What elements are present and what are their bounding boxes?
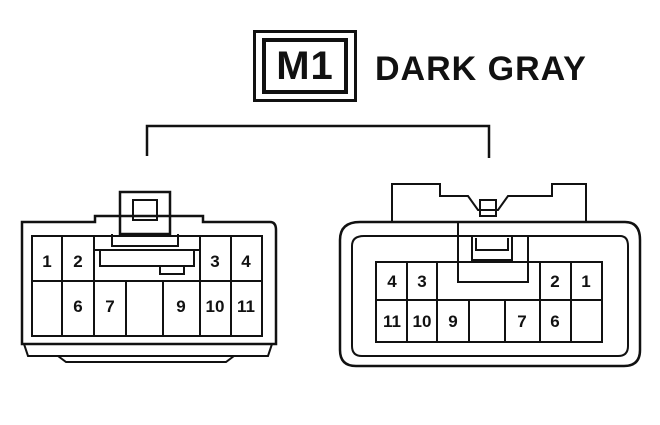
right-pin-label: 1	[581, 272, 590, 291]
connector-code-box: M1	[253, 30, 357, 102]
left-connector-bottom-rim	[22, 343, 274, 357]
left-connector-lock-tab	[118, 190, 172, 236]
left-pin-label: 3	[210, 252, 219, 271]
right-connector-lock	[457, 222, 529, 283]
right-pin-label: 11	[383, 312, 401, 331]
left-pin-label: 1	[42, 252, 51, 271]
left-pin-label: 2	[73, 252, 82, 271]
right-pin-label: 9	[448, 312, 457, 331]
left-connector-pin-labels: 1 2 3 4 6 7 9 10 11	[42, 252, 255, 316]
left-connector-housing	[20, 214, 278, 346]
left-pin-label: 7	[105, 297, 114, 316]
left-pin-label: 6	[73, 297, 82, 316]
right-pin-label: 6	[550, 312, 559, 331]
right-pin-label: 4	[387, 272, 397, 291]
left-connector	[20, 190, 278, 363]
right-connector-cavity-frame	[375, 261, 603, 343]
left-pin-label: 10	[206, 297, 225, 316]
left-connector-foot	[57, 355, 235, 363]
right-pin-label: 7	[517, 312, 526, 331]
right-connector-outer-housing	[338, 220, 642, 368]
right-connector-inner-housing	[351, 235, 629, 357]
left-connector-cavity-frame	[31, 235, 263, 337]
right-pin-label: 10	[413, 312, 432, 331]
connector-color-label: DARK GRAY	[375, 50, 587, 88]
view-bracket	[145, 124, 491, 158]
right-pin-label: 2	[550, 272, 559, 291]
connector-code: M1	[262, 38, 348, 94]
left-pin-label: 4	[241, 252, 251, 271]
right-connector-top-guide	[391, 183, 587, 222]
right-pin-label: 3	[417, 272, 426, 291]
right-connector	[338, 183, 642, 368]
left-pin-label: 9	[176, 297, 185, 316]
right-connector-pin-labels: 4 3 2 1 11 10 9 7 6	[383, 272, 591, 331]
left-pin-label: 11	[237, 297, 255, 316]
